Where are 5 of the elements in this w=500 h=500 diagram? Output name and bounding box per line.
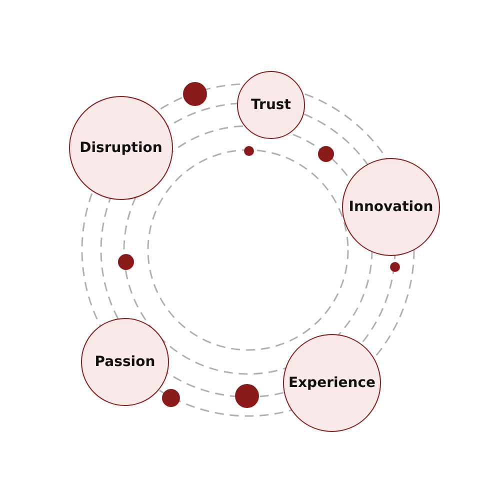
topic-label: Experience: [288, 375, 376, 391]
topic-label: Disruption: [80, 140, 162, 156]
topic-label: Trust: [251, 97, 291, 113]
topic-label: Passion: [94, 354, 156, 370]
topic-label: Innovation: [348, 199, 434, 215]
